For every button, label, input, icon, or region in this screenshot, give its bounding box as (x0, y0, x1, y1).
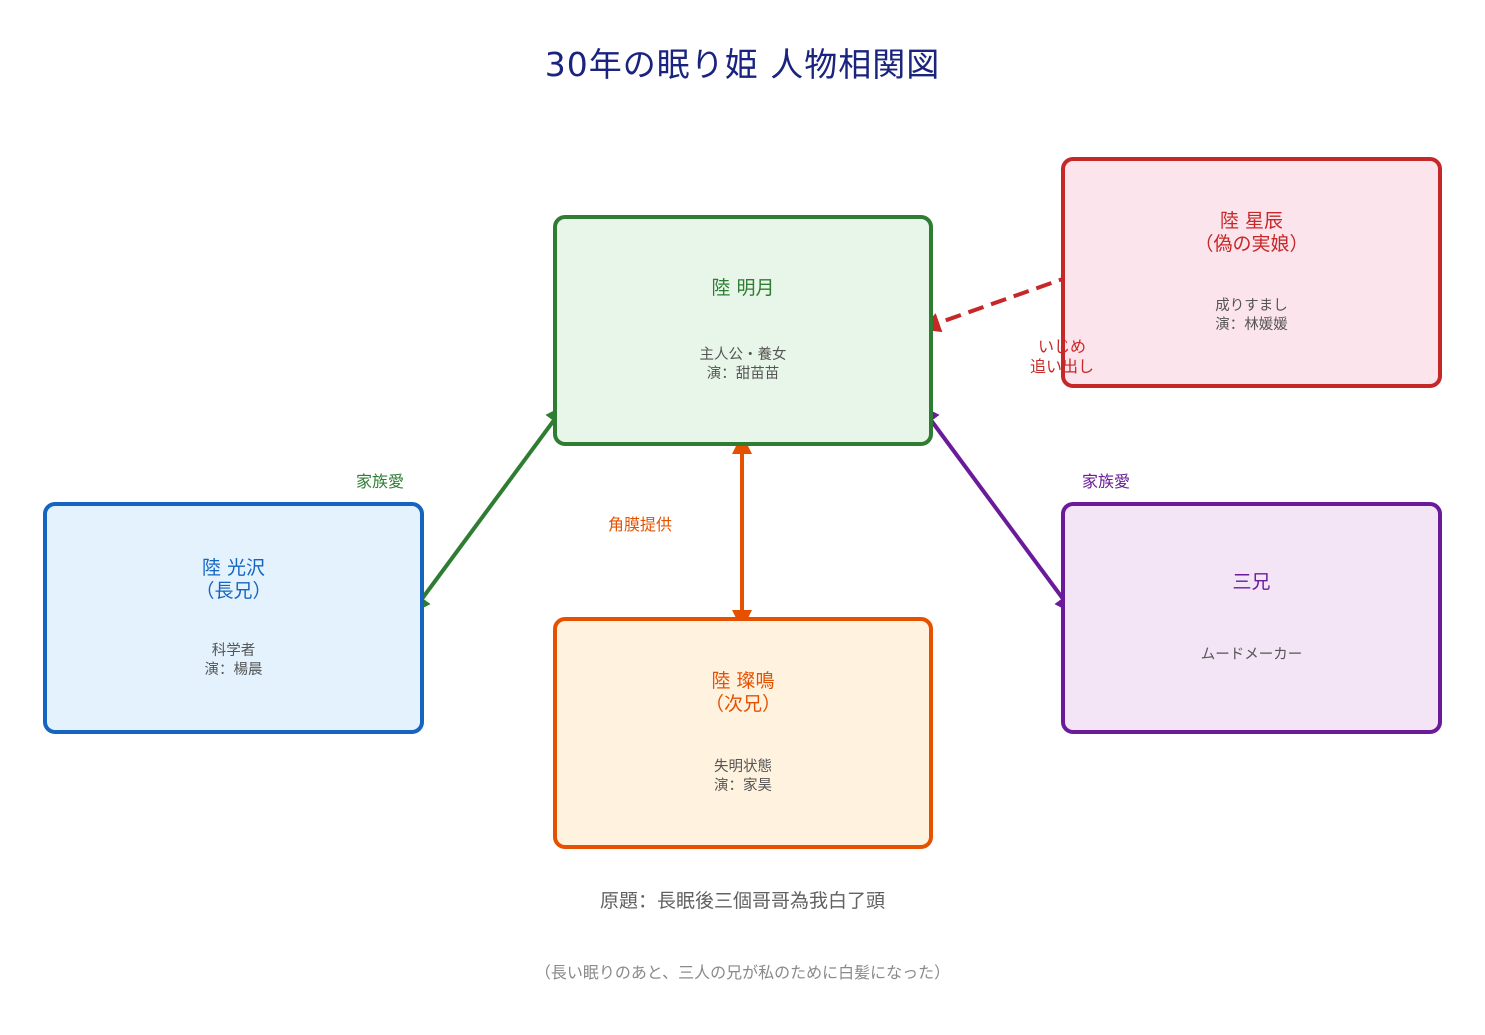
character-name: 三兄 (1232, 571, 1271, 593)
edge-label-bully: いじめ 追い出し (1029, 337, 1094, 376)
family-love-arrow-left (410, 404, 566, 615)
family-love-arrow-right (919, 404, 1075, 615)
character-node-sanxiong: 三兄 ムードメーカー (1061, 502, 1442, 734)
character-node-xingchen: 陸 星辰 （偽の実娘） 成りすまし 演：林媛媛 (1061, 157, 1442, 388)
character-name: 陸 光沢 （長兄） (195, 556, 272, 602)
character-description: 失明状態 演：家昊 (714, 759, 772, 794)
character-name: 陸 星辰 （偽の実娘） (1194, 210, 1309, 255)
character-name: 陸 明月 (711, 277, 775, 299)
character-description: 成りすまし 演：林媛媛 (1215, 298, 1288, 333)
character-name: 陸 璨鳴 （次兄） (704, 670, 781, 715)
character-description: ムードメーカー (1200, 647, 1303, 663)
edge-label-family-love-right: 家族愛 (1081, 472, 1130, 491)
diagram-title: 30年の眠り姫 人物相関図 (544, 45, 941, 84)
character-description: 科学者 演：楊晨 (204, 642, 263, 678)
character-description: 主人公・養女 演：甜苗苗 (699, 347, 787, 382)
edge-label-family-love-left: 家族愛 (355, 472, 404, 491)
character-node-guangze: 陸 光沢 （長兄） 科学者 演：楊晨 (43, 502, 424, 734)
bully-arrow (920, 273, 1075, 333)
original-title-translation: （長い眠りのあと、三人の兄が私のために白髪になった） (534, 963, 951, 982)
original-title: 原題：長眠後三個哥哥為我白了頭 (599, 890, 885, 912)
edge-label-cornea-donation: 角膜提供 (607, 515, 672, 534)
character-node-mingyue: 陸 明月 主人公・養女 演：甜苗苗 (553, 215, 933, 446)
character-node-canming: 陸 璨鳴 （次兄） 失明状態 演：家昊 (553, 617, 933, 849)
